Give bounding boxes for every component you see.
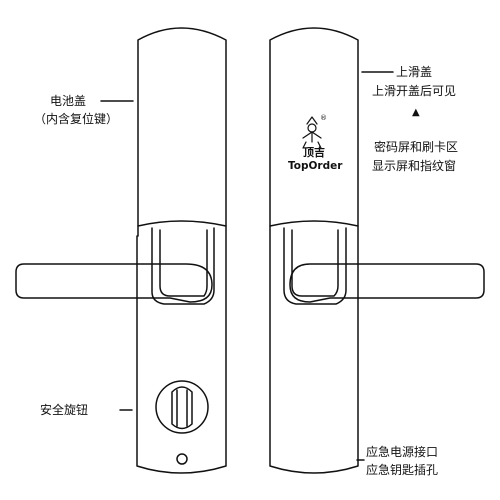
brand-mascot-icon: [302, 116, 322, 149]
brand-logo-en: TopOrder: [288, 160, 343, 172]
battery-cover-note: （内含复位键）: [34, 112, 119, 126]
up-arrow-icon: ▲: [412, 107, 420, 118]
emergency-key-label: 应急钥匙插孔: [366, 463, 439, 477]
safety-knob-outer: [155, 380, 209, 434]
left-handle-inner-collar: [159, 229, 208, 297]
keypad-area-label: 密码屏和刷卡区: [374, 140, 459, 154]
upper-slide-cover-note: 上滑开盖后可见: [372, 84, 457, 98]
brand-registered-mark: ®: [320, 114, 327, 122]
display-fingerprint-label: 显示屏和指纹窗: [372, 159, 457, 173]
left-battery-cover-seam: [137, 220, 227, 227]
brand-logo-cn: 顶吉: [303, 146, 325, 159]
left-lock-plate: [136, 27, 227, 474]
safety-knob-grip: [171, 386, 193, 430]
left-handle-collar: [151, 227, 215, 305]
right-handle-lever: [289, 263, 485, 303]
left-handle-lever: [15, 263, 213, 303]
right-handle-collar: [283, 227, 347, 305]
upper-slide-cover-label: 上滑盖: [396, 65, 433, 79]
right-lock-plate: [269, 27, 359, 474]
safety-knob-label: 安全旋钮: [40, 403, 89, 417]
emergency-power-label: 应急电源接口: [366, 445, 439, 459]
battery-cover-label: 电池盖: [50, 94, 87, 108]
right-slide-cover-seam: [269, 220, 359, 227]
right-handle-inner-collar: [291, 229, 339, 297]
emergency-keyhole: [176, 453, 188, 465]
